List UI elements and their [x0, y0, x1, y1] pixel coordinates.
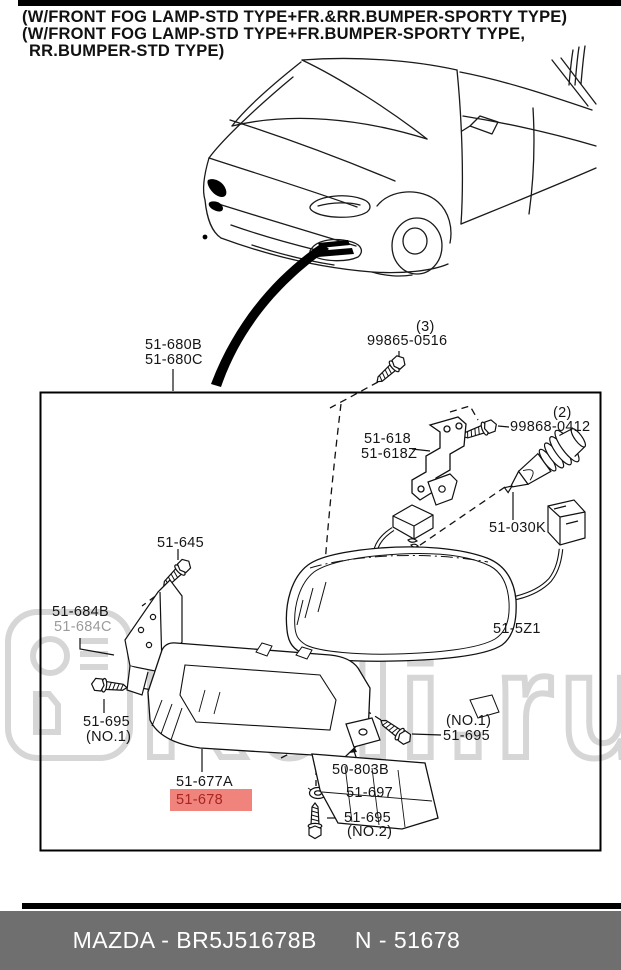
footer-catalog-number: N - 51678: [354, 927, 461, 953]
part-label-99865-0516: 99865-0516: [367, 333, 448, 349]
bracket-51-618: [411, 416, 467, 501]
part-label-50-803b: 50-803B: [332, 762, 389, 778]
kit-boundary-box: [39, 391, 602, 852]
note-no1-left: (NO.1): [86, 729, 132, 745]
callout-swoosh-arrow: [211, 243, 329, 387]
part-label-51-618z: 51-618Z: [361, 446, 418, 462]
note-no1-right: (NO.1): [446, 713, 492, 729]
screw-99868-0412: [460, 417, 500, 444]
screw-99865-0516: [371, 352, 409, 388]
footer-bar: MAZDA - BR5J51678B N - 51678: [0, 911, 621, 970]
footer-brand-part-number: MAZDA - BR5J51678B: [72, 927, 317, 953]
bolt-51-695-no1-left: [90, 676, 129, 696]
fog-lamp-unit-lens: [285, 546, 517, 662]
note-no2: (NO.2): [347, 824, 393, 840]
part-label-51-677a: 51-677A: [176, 774, 233, 790]
part-label-51-030k: 51-030K: [489, 520, 546, 536]
qty-99865: (3): [416, 319, 435, 335]
bolt-51-695-no2: [307, 802, 323, 840]
top-rule: [18, 0, 621, 6]
part-label-51-697: 51-697: [346, 785, 393, 801]
part-label-99868-0412: 99868-0412: [510, 419, 591, 435]
title-line-2: (W/FRONT FOG LAMP-STD TYPE+FR.BUMPER-SPO…: [22, 25, 526, 43]
part-label-51-618: 51-618: [364, 431, 411, 447]
part-label-51-684b: 51-684B: [52, 604, 109, 620]
part-label-51-695-no2: 51-695: [344, 810, 391, 826]
title-line-3: RR.BUMPER-STD TYPE): [29, 42, 225, 60]
bracket-50-803b: [345, 717, 381, 748]
part-label-51-678-highlighted[interactable]: 51-678: [170, 789, 252, 811]
part-label-51-645: 51-645: [157, 535, 204, 551]
fog-lamp-bezel-51-678: [147, 642, 500, 830]
bottom-rule: [22, 903, 621, 909]
car-outline-drawing: [202, 45, 597, 277]
fog-lamp-bulb-51-030k: [503, 428, 587, 546]
part-label-51-684c: 51-684C: [54, 619, 112, 635]
harness-relay-connector: [392, 473, 458, 556]
part-label-51-695-no1-left: 51-695: [83, 714, 130, 730]
part-label-51-680b: 51-680B: [145, 337, 202, 353]
part-label-51-5z1: 51-5Z1: [493, 621, 541, 637]
qty-99868: (2): [553, 405, 572, 421]
part-label-51-695-no1-right: 51-695: [443, 728, 490, 744]
title-line-1: (W/FRONT FOG LAMP-STD TYPE+FR.&RR.BUMPER…: [22, 8, 568, 26]
part-label-51-680c: 51-680C: [145, 352, 203, 368]
page-title: (W/FRONT FOG LAMP-STD TYPE+FR.&RR.BUMPER…: [22, 9, 567, 60]
